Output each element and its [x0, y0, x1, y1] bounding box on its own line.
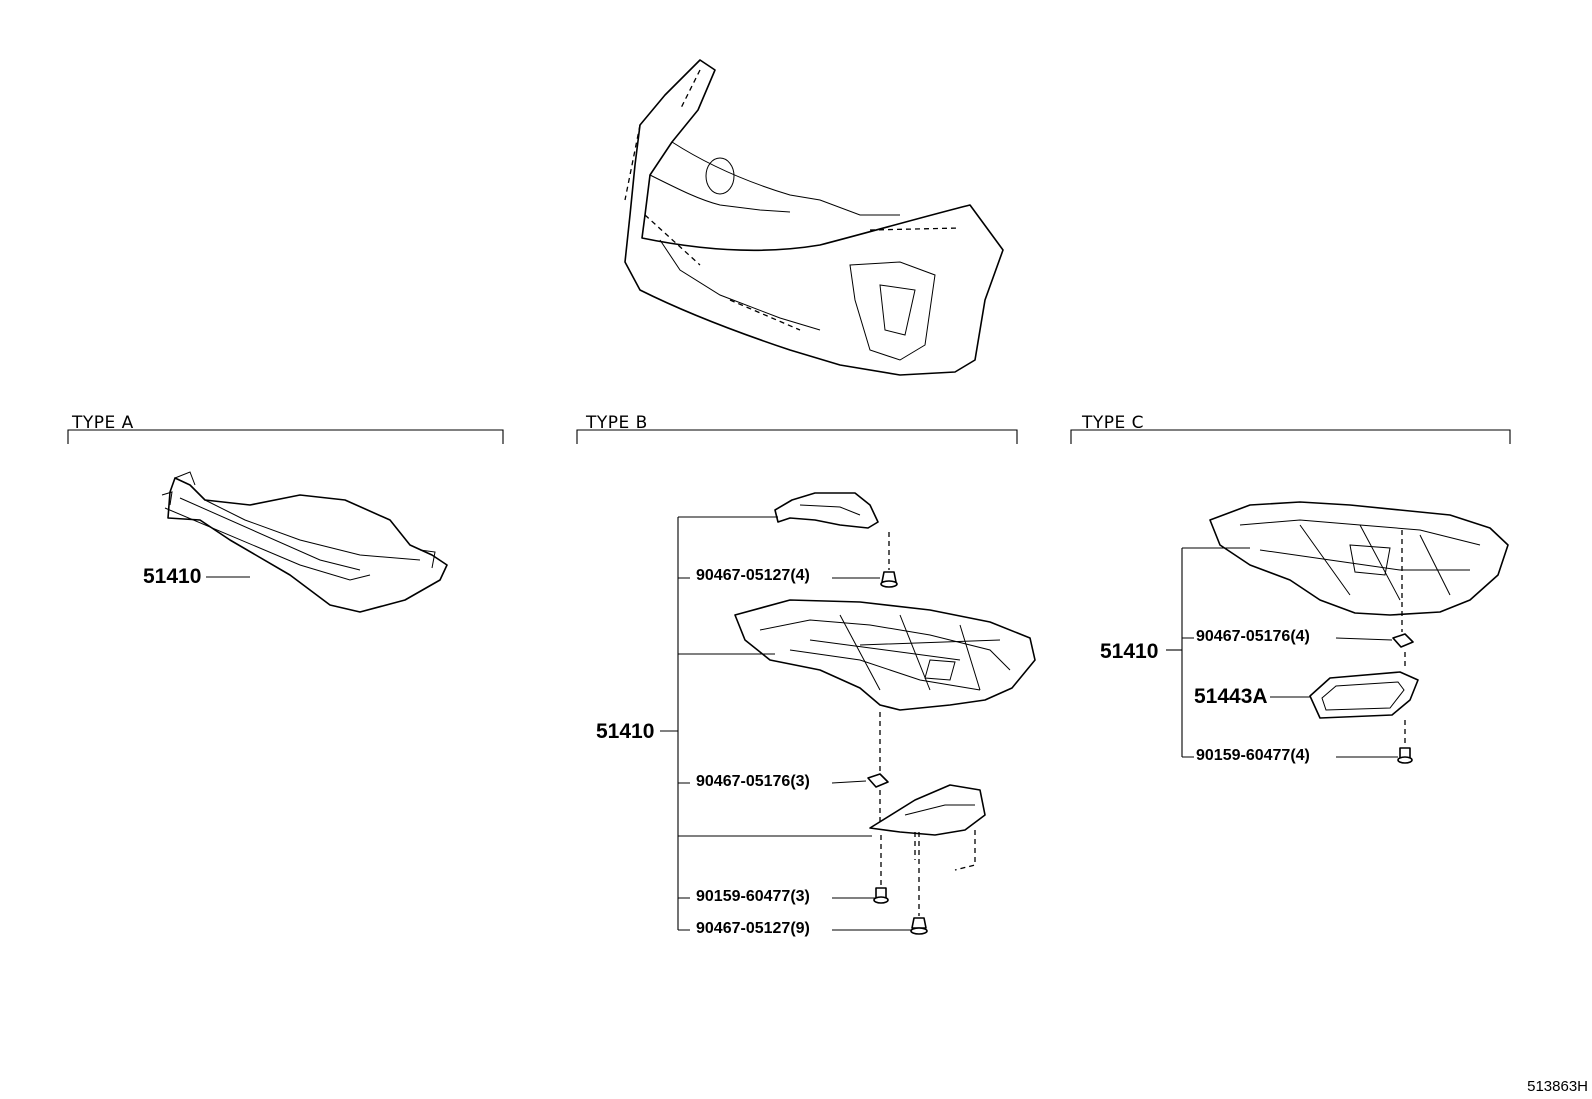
type-b-upper-cover-icon — [774, 492, 879, 529]
type-b-bracket — [576, 429, 1018, 444]
type-b-part-51410-label: 51410 — [596, 720, 655, 743]
type-a-part-51410-label: 51410 — [143, 565, 202, 588]
type-c-header: TYPE C — [1082, 413, 1145, 433]
clip-bottom-icon — [910, 917, 928, 935]
clip-icon — [880, 571, 898, 588]
front-bumper-illustration — [624, 59, 1004, 376]
type-c-nut-icon — [1392, 633, 1414, 648]
type-b-clip-top-label: 90467-05127(4) — [696, 567, 810, 584]
nut-icon — [867, 773, 889, 788]
type-b-nut-label: 90467-05176(3) — [696, 773, 810, 790]
type-c-bracket — [1070, 429, 1511, 444]
type-a-bracket — [67, 429, 504, 444]
type-b-clip-bottom-label: 90467-05127(9) — [696, 920, 810, 937]
type-c-bolt-label: 90159-60477(4) — [1196, 747, 1310, 764]
type-c-main-cover-icon — [1209, 501, 1509, 616]
type-b-main-cover-icon — [734, 599, 1036, 711]
type-c-plate-icon — [1309, 671, 1419, 719]
type-c-plate-label: 51443A — [1194, 685, 1268, 708]
type-c-nut-label: 90467-05176(4) — [1196, 628, 1310, 645]
type-a-header: TYPE A — [72, 413, 134, 433]
bolt-icon — [873, 887, 889, 904]
drawing-code: 513863H — [1527, 1078, 1588, 1095]
under-cover-icon — [161, 471, 448, 613]
type-b-bolt-label: 90159-60477(3) — [696, 888, 810, 905]
type-b-header: TYPE B — [586, 413, 648, 433]
type-b-lower-cover-icon — [869, 784, 986, 871]
type-c-bolt-icon — [1397, 747, 1413, 764]
type-c-part-51410-label: 51410 — [1100, 640, 1159, 663]
